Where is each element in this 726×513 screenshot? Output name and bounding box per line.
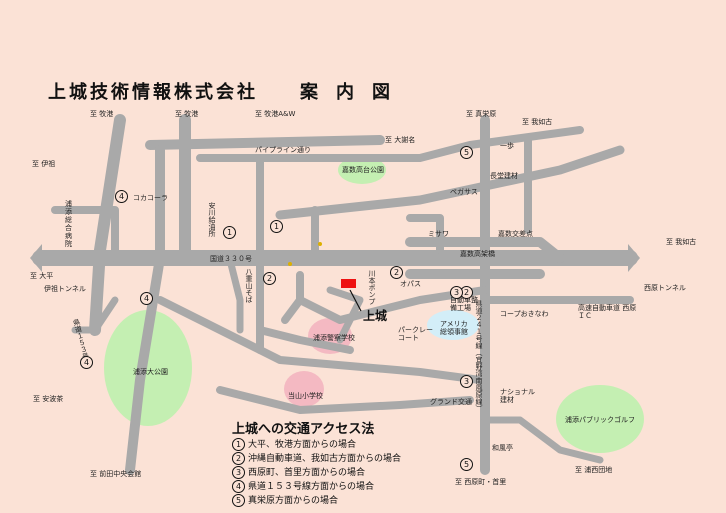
access-num: 2: [232, 452, 245, 465]
parkley-court: パークレーコート: [398, 326, 433, 342]
dest-maeda: 至 前田中央会館: [90, 470, 142, 478]
dest-urasoe-danchi: 至 浦西団地: [575, 466, 613, 474]
consulate-area: [427, 310, 479, 340]
dest-oojana: 至 大謝名: [385, 136, 416, 144]
dest-makiminato-1: 至 牧港: [90, 110, 114, 118]
access-text: 西原町、首里方面からの場合: [248, 468, 366, 478]
us-consulate: アメリカ総領事館: [440, 320, 468, 336]
marker-1b: 1: [270, 220, 283, 233]
urasoe-park-area: [104, 310, 192, 426]
kakazu-park: 嘉数高台公園: [342, 166, 384, 174]
yaeyama-soba: 八重山そば: [245, 268, 253, 303]
kakazu-bridge: 嘉数高架橋: [460, 250, 495, 258]
opas: オパス: [400, 280, 421, 288]
dest-makiminato-aw: 至 牧港A&W: [255, 110, 296, 118]
marker-5a: 5: [460, 146, 473, 159]
access-text: 真栄原方面からの場合: [248, 496, 339, 506]
touyama-school: 当山小学校: [288, 392, 323, 400]
police-school: 浦添警察学校: [313, 334, 355, 342]
kakazu-park-area: [338, 156, 386, 184]
access-text: 大平、牧港方面からの場合: [248, 440, 357, 450]
national-kenzai: ナショナル建材: [500, 388, 535, 404]
marker-4c: 4: [80, 356, 93, 369]
grand-kotsu: グランド交通: [430, 398, 472, 406]
marker-5b: 5: [460, 458, 473, 471]
kamishiro-label: 上城: [363, 309, 388, 323]
urasoe-hospital: 浦添総合病院: [65, 200, 72, 248]
dest-ganeko: 至 我如古: [522, 118, 553, 126]
marker-1a: 1: [223, 226, 236, 239]
access-num: 4: [232, 480, 245, 493]
dest-asato: 至 安波茶: [33, 395, 64, 403]
dest-makiminato-2: 至 牧港: [175, 110, 199, 118]
public-golf-area: [556, 385, 644, 453]
access-title: 上城への交通アクセス法: [232, 422, 375, 437]
expressway-ic: 高速自動車道 西原ＩＣ: [578, 304, 637, 320]
company-title: 上城技術情報株式会社: [48, 82, 258, 103]
access-num: 1: [232, 438, 245, 451]
kakazu-junction: 嘉数交差点: [498, 230, 533, 238]
car-service: 自動車整備工場: [450, 296, 478, 312]
dest-iso: 至 伊祖: [32, 160, 56, 168]
wafuutei: 和風亭: [492, 444, 513, 452]
dest-ganeko-2: 至 我如古: [666, 238, 697, 246]
coop-okinawa: コープおきなわ: [500, 310, 549, 318]
public-golf: 浦添パブリックゴルフ: [565, 416, 635, 424]
dest-shinei: 至 真栄原: [466, 110, 497, 118]
misawa: ミサワ: [428, 230, 449, 238]
access-text: 県道１５３号線方面からの場合: [248, 482, 375, 492]
access-text: 沖縄自動車道、我如古方面からの場合: [248, 454, 402, 464]
touyama-school-area: [284, 371, 324, 407]
nishihara-tunnel: 西原トンネル: [644, 284, 686, 292]
pegasus: ペガサス: [450, 188, 478, 196]
access-num: 3: [232, 466, 245, 479]
ippo: 一歩: [500, 142, 514, 150]
iso-tunnel: 伊祖トンネル: [44, 285, 86, 293]
route-241: 県道２４１号線（宜野湾南風原線）: [475, 300, 483, 412]
urasoe-park: 浦添大公園: [133, 368, 168, 376]
marker-3b: 3: [460, 375, 473, 388]
marker-4b: 4: [140, 292, 153, 305]
dest-ohira: 至 大平: [30, 272, 54, 280]
chousei-kenzai: 長堂建材: [490, 172, 518, 180]
marker-4a: 4: [115, 190, 128, 203]
marker-3a: 3: [450, 286, 463, 299]
marker-2a: 2: [263, 272, 276, 285]
yasukawa-station: 安川給油所: [208, 202, 216, 237]
guide-title: 案内図: [300, 82, 408, 103]
pipeline-road: パイプライン通り: [255, 146, 311, 154]
dest-nishihara: 至 西原町・首里: [455, 478, 507, 486]
route-330: 国道３３０号: [210, 255, 252, 263]
kawamoto-pump: 川本ポンプ: [368, 270, 376, 305]
kamishiro-building: [341, 279, 356, 288]
access-num: 5: [232, 494, 245, 507]
marker-2b: 2: [390, 266, 403, 279]
cocacola: コカコーラ: [133, 194, 168, 202]
